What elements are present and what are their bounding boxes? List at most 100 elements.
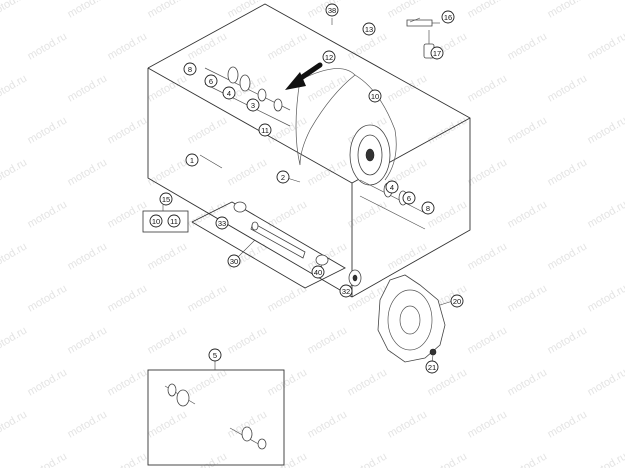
- watermark-text: motod.ru: [0, 240, 29, 272]
- callout-label: 4: [390, 183, 394, 192]
- watermark-text: motod.ru: [426, 450, 470, 468]
- callout-label: 3: [251, 101, 255, 110]
- watermark-text: motod.ru: [546, 408, 590, 440]
- callout-label: 8: [426, 204, 430, 213]
- callout-label: 6: [209, 77, 213, 86]
- callout-label: 13: [365, 25, 373, 34]
- callout-label: 2: [281, 173, 285, 182]
- watermark-text: motod.ru: [106, 30, 150, 62]
- callout-1: 1: [185, 153, 199, 167]
- callout-21: 21: [425, 360, 439, 374]
- seal-part: [348, 269, 362, 287]
- watermark-text: motod.ru: [306, 72, 350, 104]
- watermark-text: motod.ru: [66, 156, 110, 188]
- watermark-text: motod.ru: [386, 72, 430, 104]
- watermark-text: motod.ru: [0, 408, 29, 440]
- watermark-text: motod.ru: [506, 450, 550, 468]
- watermark-text: motod.ru: [0, 72, 29, 104]
- callout-5: 5: [208, 348, 222, 362]
- callout-label: 30: [230, 257, 238, 266]
- axle-box: [191, 201, 346, 289]
- callout-label: 15: [162, 195, 170, 204]
- watermark-text: motod.ru: [586, 366, 625, 398]
- watermark-text: motod.ru: [0, 324, 29, 356]
- callouts: 1 2 3 4 4 5 6 6 8 8 10 10 11 11 12 13 15…: [149, 3, 464, 374]
- callout-15: 15: [159, 192, 173, 206]
- watermark-text: motod.ru: [546, 0, 590, 21]
- watermark-text: motod.ru: [106, 366, 150, 398]
- watermark-text: motod.ru: [146, 240, 190, 272]
- callout-12: 12: [322, 50, 336, 64]
- watermark-text: motod.ru: [586, 114, 625, 146]
- watermark-text: motod.ru: [306, 240, 350, 272]
- watermark-text: motod.ru: [26, 30, 70, 62]
- watermark-text: motod.ru: [146, 72, 190, 104]
- watermark-text: motod.ru: [266, 114, 310, 146]
- watermark-text: motod.ru: [0, 0, 29, 21]
- watermark-text: motod.ru: [306, 408, 350, 440]
- watermark-text: motod.ru: [506, 30, 550, 62]
- wheel-hub: [349, 124, 391, 186]
- watermark-text: motod.ru: [466, 72, 510, 104]
- watermark-text: motod.ru: [586, 198, 625, 230]
- kit-bracket: [142, 210, 189, 233]
- callout-13: 13: [362, 22, 376, 36]
- callout-label: 32: [342, 287, 350, 296]
- callout-label: 5: [213, 351, 217, 360]
- watermark-text: motod.ru: [306, 324, 350, 356]
- watermark-text: motod.ru: [546, 72, 590, 104]
- watermark-text: motod.ru: [546, 324, 590, 356]
- watermark-text: motod.ru: [506, 114, 550, 146]
- watermark-text: motod.ru: [146, 324, 190, 356]
- watermark-text: motod.ru: [66, 240, 110, 272]
- callout-label: 16: [444, 13, 452, 22]
- callout-4: 4: [222, 86, 236, 100]
- watermark-text: motod.ru: [226, 156, 270, 188]
- watermark-text: motod.ru: [266, 282, 310, 314]
- watermark-text: motod.ru: [26, 114, 70, 146]
- watermark-text: motod.ru: [66, 72, 110, 104]
- wheel-assembly-box: [147, 3, 471, 298]
- callout-label: 11: [261, 126, 269, 135]
- watermark-text: motod.ru: [386, 408, 430, 440]
- watermark-text: motod.ru: [146, 156, 190, 188]
- watermark-text: motod.ru: [586, 450, 625, 468]
- callout-33: 33: [215, 216, 229, 230]
- callout-label: 8: [188, 65, 192, 74]
- watermark-text: motod.ru: [386, 0, 430, 21]
- watermark-text: motod.ru: [226, 324, 270, 356]
- watermark-text: motod.ru: [146, 0, 190, 21]
- callout-6: 6: [402, 191, 416, 205]
- watermark-text: motod.ru: [466, 408, 510, 440]
- watermark-text: motod.ru: [106, 198, 150, 230]
- direction-arrow-icon: [285, 62, 323, 90]
- wheel-rim: [295, 68, 397, 181]
- watermark-text: motod.ru: [266, 30, 310, 62]
- callout-32: 32: [339, 284, 353, 298]
- watermark-text: motod.ru: [66, 0, 110, 21]
- watermark-text: motod.ru: [346, 30, 390, 62]
- watermark-text: motod.ru: [186, 366, 230, 398]
- callout-label: 21: [428, 363, 436, 372]
- callout-40: 40: [311, 265, 325, 279]
- callout-label: 20: [453, 297, 461, 306]
- callout-label: 40: [314, 268, 322, 277]
- watermark-text: motod.ru: [466, 0, 510, 21]
- watermark-text: motod.ru: [66, 324, 110, 356]
- callout-label: 12: [325, 53, 333, 62]
- watermark-text: motod.ru: [106, 282, 150, 314]
- watermark-text: motod.ru: [226, 0, 270, 21]
- watermark-text: motod.ru: [546, 156, 590, 188]
- callout-3: 3: [246, 98, 260, 112]
- watermark-text: motod.ru: [586, 282, 625, 314]
- watermark-text: motod.ru: [466, 240, 510, 272]
- watermark-text: motod.ru: [466, 156, 510, 188]
- callout-11: 11: [258, 123, 272, 137]
- watermark-text: motod.ru: [506, 198, 550, 230]
- watermark-text: motod.ru: [26, 366, 70, 398]
- watermark-text: motod.ru: [186, 114, 230, 146]
- watermark-text: motod.ru: [266, 366, 310, 398]
- callout-11: 11: [167, 214, 181, 228]
- callout-label: 10: [152, 217, 160, 226]
- watermark-text: motod.ru: [466, 324, 510, 356]
